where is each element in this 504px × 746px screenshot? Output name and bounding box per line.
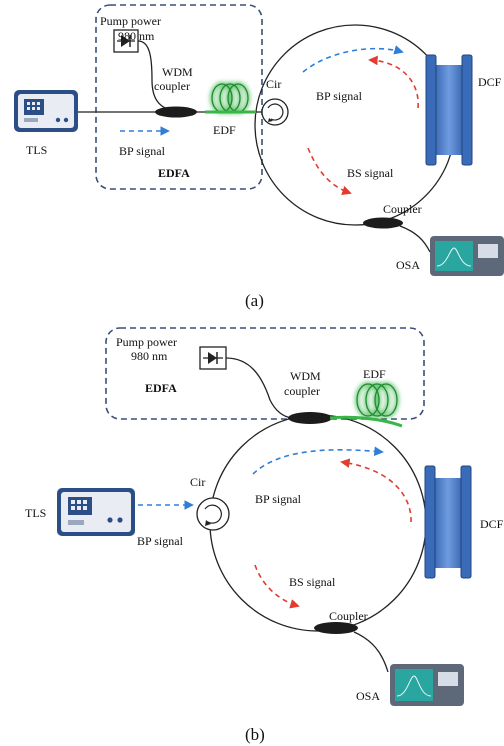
pump-label-line1: Pump power (116, 335, 177, 349)
edfa-label: EDFA (145, 381, 177, 395)
caption-a: (a) (245, 291, 264, 310)
edfa-label: EDFA (158, 166, 190, 180)
bp-ring-label: BP signal (255, 492, 302, 506)
bs-ring-arrow (307, 147, 352, 195)
pump-label-line1: Pump power (100, 14, 161, 28)
pump-fiber (225, 357, 293, 419)
edfa-box (105, 327, 425, 420)
osa-label: OSA (356, 689, 380, 703)
pump-label-line2: 980 nm (118, 29, 155, 43)
pump-label-line2: 980 nm (131, 349, 168, 363)
wdm-label-line2: coupler (284, 384, 320, 398)
fiber-ring (254, 24, 456, 226)
bs-ring-arrow (254, 564, 300, 609)
dcf-label: DCF (480, 517, 504, 531)
wdm-coupler (288, 412, 332, 424)
wdm-coupler (155, 106, 197, 118)
diagram-a: Pump power 980 nm WDM coupler EDF BP sig… (14, 4, 504, 310)
pump-fiber (137, 40, 175, 112)
diagram-b: Pump power 980 nm EDFA WDM coupler EDF T… (25, 327, 504, 744)
bp-ring-arrow (302, 45, 404, 73)
edf-label: EDF (363, 367, 386, 381)
bs-signal-label: BS signal (289, 575, 336, 589)
wdm-label-line1: WDM (290, 369, 321, 383)
fiber-ring (209, 414, 427, 632)
cir-label: Cir (190, 475, 205, 489)
output-coupler (363, 217, 403, 229)
dcf-spool (424, 465, 472, 579)
tls-label: TLS (26, 143, 47, 157)
cir-label: Cir (266, 77, 281, 91)
pump-diode (199, 346, 227, 370)
wdm-label-line2: coupler (154, 79, 190, 93)
edf-label: EDF (213, 123, 236, 137)
bp-ring-label: BP signal (316, 89, 363, 103)
bs-signal-label: BS signal (347, 166, 394, 180)
tls-instrument (14, 90, 78, 132)
osa-label: OSA (396, 258, 420, 272)
edf-coil (329, 382, 403, 428)
tls-instrument (57, 488, 135, 536)
circulator (196, 497, 230, 531)
osa-instrument (430, 236, 504, 276)
bp-input-label: BP signal (137, 534, 184, 548)
osa-instrument (390, 664, 464, 706)
bs-return-arrow (368, 55, 419, 109)
coupler-label: Coupler (329, 609, 368, 623)
osa-fiber (399, 225, 431, 253)
circulator (261, 98, 289, 126)
bp-input-label: BP signal (119, 144, 166, 158)
coupler-label: Coupler (383, 202, 422, 216)
caption-b: (b) (245, 725, 265, 744)
dcf-spool (425, 54, 473, 166)
osa-fiber (353, 631, 389, 673)
output-coupler (314, 622, 358, 634)
dcf-label: DCF (478, 75, 502, 89)
wdm-label-line1: WDM (162, 65, 193, 79)
tls-label: TLS (25, 506, 46, 520)
edfa-box (95, 4, 263, 190)
pump-diode (113, 29, 139, 53)
bs-return-arrow (340, 458, 412, 523)
edf-coil (205, 82, 256, 114)
bp-ring-arrow (252, 446, 384, 475)
